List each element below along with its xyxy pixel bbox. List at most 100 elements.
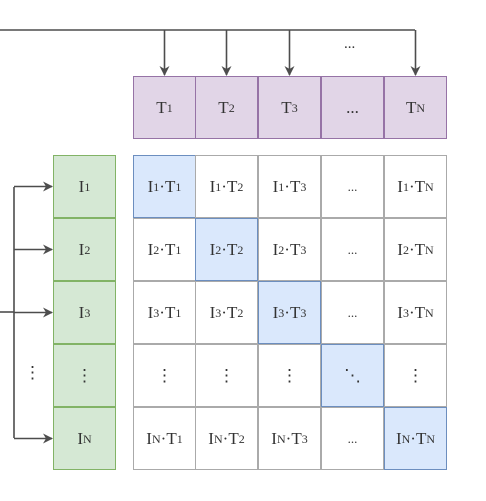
label-base: T bbox=[218, 97, 229, 117]
label-base: T bbox=[414, 302, 426, 322]
label-base: T bbox=[289, 176, 301, 196]
ellipsis: ⋮ bbox=[281, 365, 298, 385]
dot-product-operator: · bbox=[284, 176, 290, 196]
ellipsis: ... bbox=[347, 178, 358, 194]
label-base: I bbox=[78, 239, 85, 259]
dot-product-operator: · bbox=[159, 302, 165, 322]
ellipsis: ... bbox=[347, 241, 358, 257]
label-base: T bbox=[226, 239, 238, 259]
dot-product-operator: · bbox=[408, 239, 415, 259]
label-base: I bbox=[77, 428, 83, 448]
dot-product-operator: · bbox=[221, 176, 227, 196]
ellipsis: ⋮ bbox=[218, 365, 235, 385]
label-base: I bbox=[272, 176, 279, 196]
label-base: T bbox=[414, 239, 426, 259]
label-base: I bbox=[209, 302, 216, 322]
label-base: I bbox=[271, 428, 277, 448]
label-base: I bbox=[147, 302, 154, 322]
label-base: T bbox=[289, 302, 301, 322]
dot-product-operator: · bbox=[222, 428, 229, 448]
label-base: T bbox=[228, 428, 239, 448]
label-base: T bbox=[164, 176, 176, 196]
label-base: I bbox=[208, 428, 214, 448]
ellipsis: ⋮ bbox=[156, 365, 173, 385]
dot-product-operator: · bbox=[159, 239, 165, 259]
label-base: T bbox=[164, 239, 176, 259]
matrix-cell: ⋮ bbox=[133, 344, 196, 407]
matrix-diagonal-cell: ⋱ bbox=[321, 344, 384, 407]
matrix-cell: ... bbox=[321, 281, 384, 344]
ellipsis: ⋮ bbox=[407, 365, 424, 385]
label-base: T bbox=[415, 428, 427, 448]
left-dots: ⋮ bbox=[24, 363, 41, 382]
label-base: T bbox=[289, 239, 301, 259]
dot-product-operator: · bbox=[284, 302, 290, 322]
label-base: I bbox=[395, 428, 402, 448]
matrix-cell: ⋮ bbox=[195, 344, 258, 407]
dot-product-operator: · bbox=[285, 428, 292, 448]
label-base: I bbox=[272, 302, 279, 322]
matrix-cell: ⋮ bbox=[384, 344, 447, 407]
label-base: T bbox=[405, 97, 417, 117]
dot-product-operator: · bbox=[284, 239, 290, 259]
label-base: ... bbox=[346, 97, 359, 117]
ellipsis: ... bbox=[347, 304, 358, 320]
label-base: T bbox=[156, 97, 167, 117]
dot-product-operator: · bbox=[408, 302, 415, 322]
label-base: ⋮ bbox=[76, 365, 93, 385]
label-base: T bbox=[226, 176, 238, 196]
label-base: I bbox=[397, 239, 403, 259]
matrix-cell: ... bbox=[321, 155, 384, 218]
matrix-cell: ... bbox=[321, 407, 384, 470]
label-base: I bbox=[397, 302, 403, 322]
matrix-cell: ... bbox=[321, 218, 384, 281]
label-base: T bbox=[281, 97, 292, 117]
label-base: I bbox=[209, 239, 216, 259]
label-base: I bbox=[147, 176, 154, 196]
dot-product-operator: · bbox=[160, 428, 167, 448]
label-base: I bbox=[272, 239, 279, 259]
ellipsis: ⋱ bbox=[344, 365, 361, 385]
dot-product-operator: · bbox=[408, 176, 415, 196]
image-embedding-cell: ⋮ bbox=[53, 344, 116, 407]
label-base: I bbox=[397, 176, 403, 196]
label-base: I bbox=[78, 302, 85, 322]
label-base: I bbox=[78, 176, 85, 196]
matrix-cell: ⋮ bbox=[258, 344, 321, 407]
label-base: I bbox=[209, 176, 216, 196]
dot-product-operator: · bbox=[221, 239, 227, 259]
label-base: T bbox=[414, 176, 426, 196]
label-base: T bbox=[166, 428, 177, 448]
label-base: T bbox=[164, 302, 176, 322]
ellipsis: ... bbox=[347, 430, 358, 446]
label-base: I bbox=[147, 239, 154, 259]
dot-product-operator: · bbox=[221, 302, 227, 322]
label-base: I bbox=[146, 428, 152, 448]
